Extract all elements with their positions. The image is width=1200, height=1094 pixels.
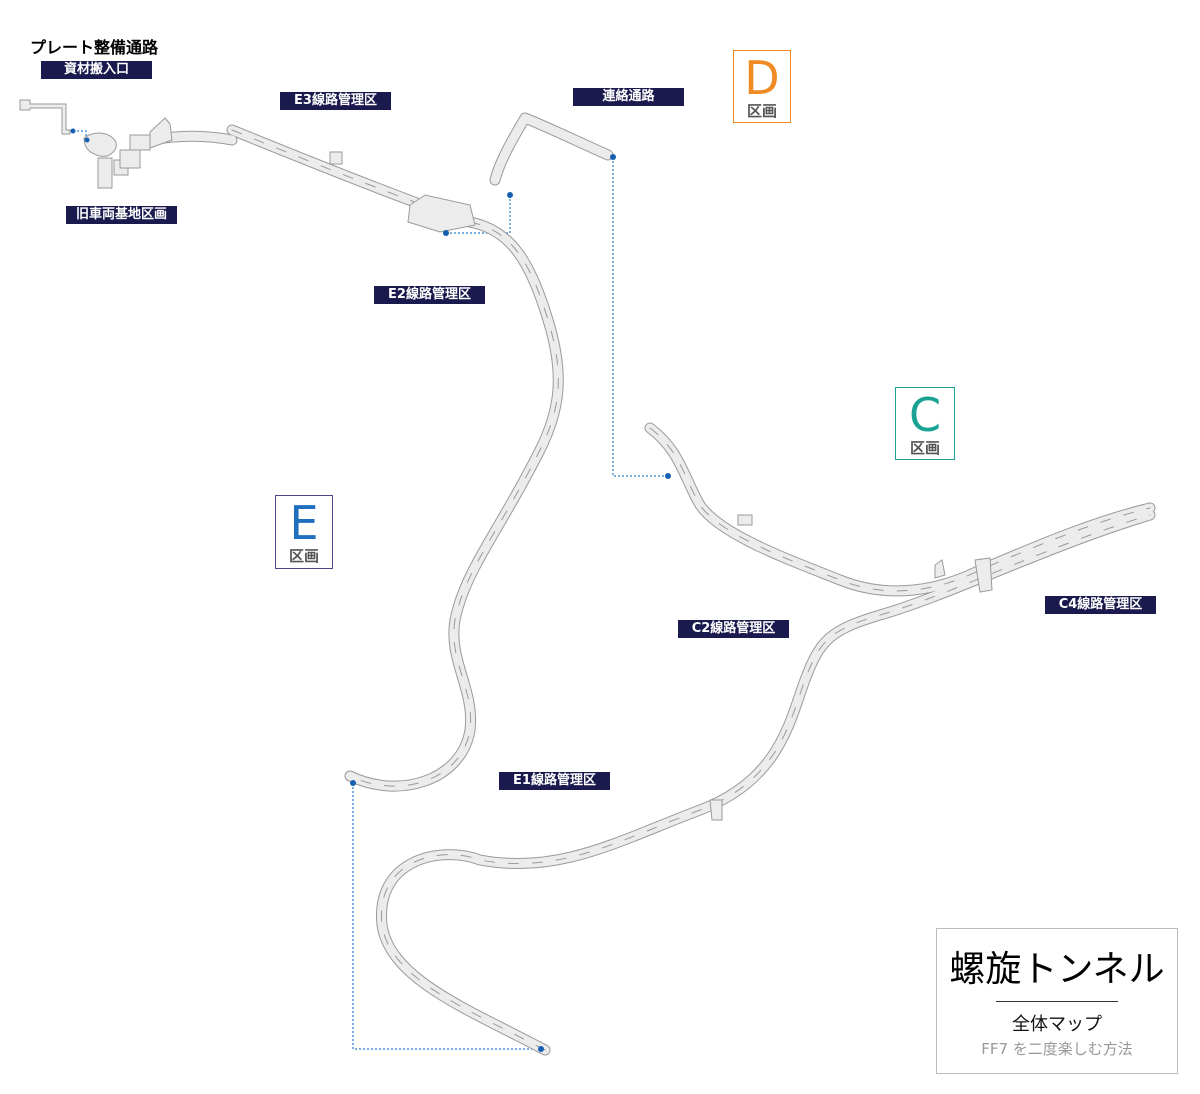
node-c-entry — [665, 473, 671, 479]
node-e1-top — [350, 780, 356, 786]
junction-nodes — [70, 128, 671, 1052]
node-depot-b — [84, 137, 90, 143]
label-materials-entrance: 資材搬入口 — [41, 61, 152, 79]
node-d-connector — [610, 154, 616, 160]
map-credit: FF7 を二度楽しむ方法 — [981, 1040, 1133, 1058]
label-e2: E2線路管理区 — [374, 286, 485, 304]
node-d-low — [507, 192, 513, 198]
section-c-letter: C — [908, 388, 942, 442]
label-c2: C2線路管理区 — [678, 620, 789, 638]
section-c-sub: 区画 — [909, 439, 940, 457]
connector-d-c — [612, 157, 668, 477]
plate-maintenance-heading: プレート整備通路 — [30, 38, 159, 57]
section-d-letter: D — [744, 51, 780, 105]
section-d-sub: 区画 — [746, 102, 777, 120]
connector-e3-d — [446, 195, 511, 234]
section-e: E 区画 — [275, 495, 333, 569]
label-connector: 連絡通路 — [573, 88, 684, 106]
track-corridors — [144, 112, 1156, 1056]
node-e3 — [443, 230, 449, 236]
section-d: D 区画 — [733, 50, 791, 123]
track-e2 — [344, 216, 564, 792]
section-c: C 区画 — [895, 387, 955, 460]
label-e3: E3線路管理区 — [280, 92, 391, 110]
node-e1-bottom — [538, 1046, 544, 1052]
connector-depot — [73, 130, 87, 140]
old-depot-area — [19, 99, 993, 821]
section-e-sub: 区画 — [288, 547, 319, 565]
label-c4: C4線路管理区 — [1045, 596, 1156, 614]
node-depot-a — [70, 128, 76, 134]
section-e-letter: E — [289, 496, 319, 550]
map-title-box: 螺旋トンネル 全体マップ FF7 を二度楽しむ方法 — [936, 928, 1178, 1074]
label-old-depot: 旧車両基地区画 — [66, 206, 177, 224]
title-divider — [996, 1001, 1118, 1002]
connector-lines — [73, 130, 668, 1050]
connector-e1-loop — [352, 783, 541, 1050]
label-e1: E1線路管理区 — [499, 772, 610, 790]
map-subtitle: 全体マップ — [1012, 1014, 1102, 1035]
map-title: 螺旋トンネル — [949, 949, 1165, 990]
